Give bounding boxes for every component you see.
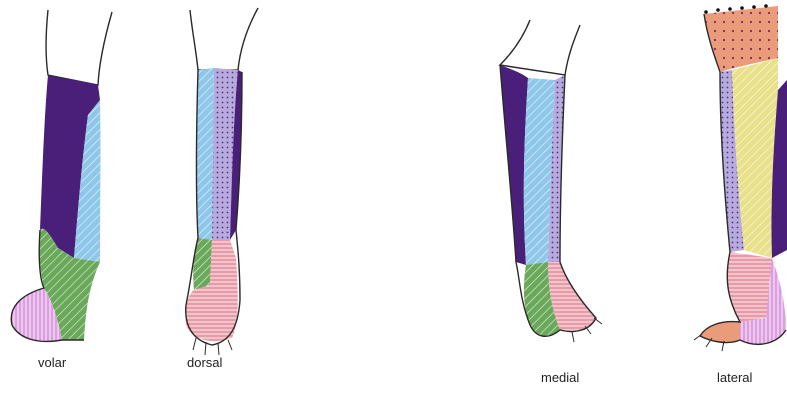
- limb-volar: [11, 10, 112, 341]
- limb-dorsal: [186, 8, 258, 355]
- medial-label: medial: [541, 370, 579, 385]
- dorsal-blue-hatch: [197, 68, 215, 240]
- dorsal-label: dorsal: [187, 355, 222, 370]
- volar-upper-leg-outline: [46, 10, 112, 85]
- dorsal-upper-leg-outline: [190, 8, 258, 70]
- medial-upper-leg-outline: [500, 20, 580, 75]
- volar-label: volar: [38, 355, 66, 370]
- lateral-pink-hatch: [727, 252, 773, 322]
- lateral-salmon-toes: [700, 322, 740, 343]
- lateral-label: lateral: [717, 370, 752, 385]
- limb-medial: [500, 20, 602, 342]
- dorsal-pink-paw-hatch: [186, 240, 238, 341]
- limb-lateral: [694, 4, 787, 351]
